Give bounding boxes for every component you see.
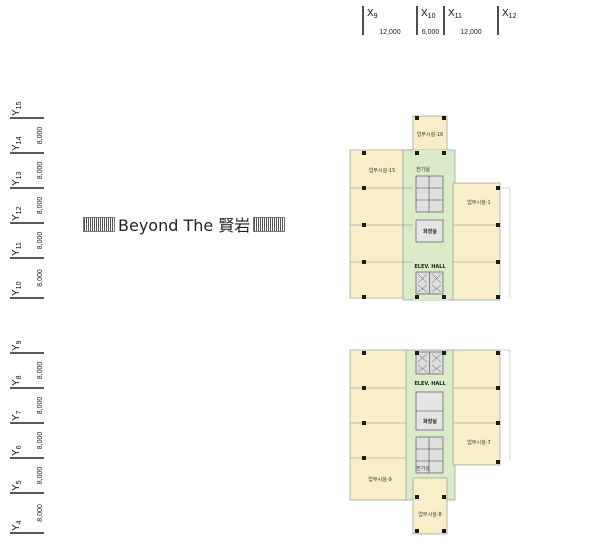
svg-text:X9: X9 <box>367 8 378 20</box>
room-label-office-16: 업무시설-16 <box>417 131 444 138</box>
room-label-office-15: 업무시설-15 <box>369 167 396 174</box>
y-dim-7-6: 8,000 <box>37 432 44 450</box>
x-axis-marker-x11: X11 <box>443 6 462 35</box>
y-axis-label-y7: Y7 <box>11 410 23 421</box>
y-axis-label-y12: Y12 <box>11 206 23 221</box>
room-label-office-9: 업무시설-9 <box>368 476 391 483</box>
y-dim-9-8: 8,000 <box>37 362 44 380</box>
columns-upper <box>362 116 500 299</box>
y-dim-5-4: 8,000 <box>37 504 44 522</box>
y-axis-label-y5: Y5 <box>11 480 23 491</box>
room-label-elev-hall-lower: ELEV. HALL <box>414 381 446 387</box>
pattern-left <box>83 216 115 232</box>
x-axis-marker-x12: X12 <box>497 6 517 35</box>
y-dim-15-14: 8,000 <box>37 127 44 145</box>
svg-text:X12: X12 <box>502 8 517 20</box>
room-label-office-1: 업무시설-1 <box>467 199 490 206</box>
room-label-electrical-upper: 전기실 <box>416 166 430 173</box>
upper-floor-plan: 업무시설-16 업무시설-15 업무시설-1 전기실 화장실 ELEV. HAL… <box>349 115 511 301</box>
y-dim-14-13: 8,000 <box>37 162 44 180</box>
y-axis-label-y14: Y14 <box>11 136 23 151</box>
upper-y-axis-markers: Y15 Y14 Y13 Y12 Y11 Y10 8,000 8,000 8,00… <box>10 101 44 299</box>
restroom-upper <box>415 219 444 243</box>
svg-text:X10: X10 <box>421 8 436 20</box>
x-dim-11-12: 12,000 <box>460 29 482 36</box>
x-axis-markers: X9 X10 X11 X12 12,000 6,000 12,000 <box>362 6 517 36</box>
columns-lower <box>362 351 500 533</box>
office-block-right-lower <box>452 349 501 466</box>
room-label-office-8: 업무시설-8 <box>418 511 441 518</box>
y-axis-label-y8: Y8 <box>11 375 23 386</box>
y-dim-8-7: 8,000 <box>37 397 44 415</box>
room-label-elev-hall-upper: ELEV. HALL <box>414 264 446 270</box>
y-axis-label-y11: Y11 <box>11 242 23 256</box>
x-dim-10-11: 6,000 <box>422 29 440 36</box>
y-dim-6-5: 8,000 <box>37 467 44 485</box>
office-block-left-lower <box>349 349 407 501</box>
svg-text:X11: X11 <box>448 8 462 20</box>
x-axis-marker-x10: X10 <box>416 6 436 35</box>
room-label-office-7: 업무시설-7 <box>467 439 490 446</box>
x-dim-9-10: 12,000 <box>379 29 401 36</box>
lower-floor-plan: ELEV. HALL 화장실 업무시설-7 전기실 업무시설-9 업무시설-8 <box>349 349 511 535</box>
office-block-bottom-lower <box>412 477 448 535</box>
y-dim-13-12: 8,000 <box>37 197 44 215</box>
stair-upper <box>415 175 444 213</box>
room-label-restroom-lower: 화장실 <box>423 418 437 425</box>
brand-text: Beyond The 賢岩 <box>118 216 251 235</box>
room-label-restroom-upper: 화장실 <box>423 228 437 235</box>
y-axis-label-y9: Y9 <box>11 340 23 351</box>
y-axis-label-y10: Y10 <box>11 281 23 296</box>
y-dim-11-10: 8,000 <box>37 269 44 287</box>
lower-y-axis-markers: Y9 Y8 Y7 Y6 Y5 Y4 8,000 8,000 8,000 8,00… <box>10 340 44 534</box>
x-axis-marker-x9: X9 <box>362 6 378 35</box>
stair-lower <box>415 436 444 474</box>
office-block-right-upper <box>452 182 501 301</box>
y-axis-label-y6: Y6 <box>11 445 23 456</box>
y-dim-12-11: 8,000 <box>37 232 44 250</box>
y-axis-label-y13: Y13 <box>11 171 23 186</box>
y-axis-label-y4: Y4 <box>11 520 23 531</box>
room-label-electrical-lower: 전기실 <box>416 465 430 472</box>
brand-watermark: Beyond The 賢岩 <box>80 213 288 235</box>
y-axis-label-y15: Y15 <box>11 101 23 116</box>
pattern-right <box>253 216 286 232</box>
